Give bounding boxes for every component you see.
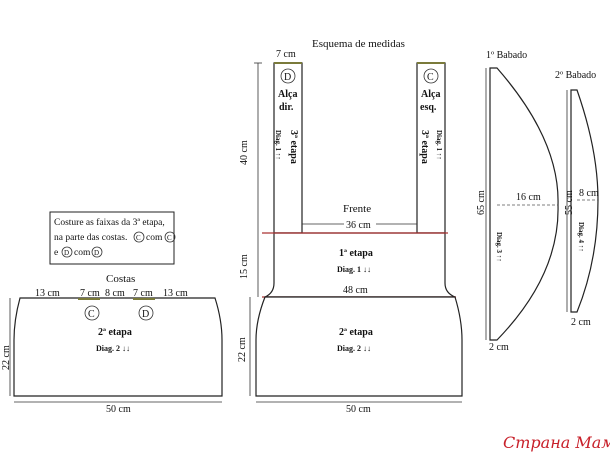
strap-diag: Diag. 1 ↑↑ — [274, 130, 282, 160]
ruffle1-bottom: 2 cm — [489, 342, 509, 353]
back-seg5: 13 cm — [163, 288, 188, 299]
back-height-label: 22 cm — [1, 345, 12, 370]
strap-stage: 3ª etapa — [419, 130, 430, 164]
band-height-label: 15 cm — [239, 254, 250, 279]
ruffle2-width: 8 cm — [579, 188, 599, 199]
back-seg3: 8 cm — [105, 288, 125, 299]
band-stage: 1ª etapa — [339, 248, 373, 259]
note-line1: Costure as faixas da 3ª etapa, — [54, 217, 165, 228]
note-line2: na parte das costas. — [54, 233, 127, 243]
back-panel: C D 2ª etapa Diag. 2 ↓↓ — [13, 297, 223, 397]
strap-name: Alça — [421, 89, 440, 100]
strap-height-label: 40 cm — [239, 140, 250, 165]
ruffle1-piece: 16 cm Diag. 3 ↑↑ — [489, 67, 559, 341]
strap-side: esq. — [420, 102, 437, 113]
band-diag: Diag. 1 ↓↓ — [337, 265, 371, 274]
strap-side: dir. — [279, 102, 294, 113]
ruffle2-bottom: 2 cm — [571, 317, 591, 328]
right-strap: 7 cm D Alça dir. 3ª etapa Diag. 1 ↑↑ — [273, 49, 303, 234]
front-top-width: 36 cm — [346, 220, 371, 231]
ruffle1-diag: Diag. 3 ↑↑ — [495, 232, 503, 262]
body-stage: 2ª etapa — [339, 327, 373, 338]
front-mid-width: 48 cm — [343, 285, 368, 296]
back-seg4: 7 cm — [133, 288, 153, 299]
ruffle1-width: 16 cm — [516, 192, 541, 203]
strap-name: Alça — [278, 89, 297, 100]
note-com-2: com — [74, 248, 91, 258]
body-diag: Diag. 2 ↓↓ — [337, 344, 371, 353]
note-c-letter-2: C — [167, 234, 172, 242]
body-height-label: 22 cm — [237, 337, 248, 362]
note-e: e — [54, 248, 58, 258]
strap-circle-letter: D — [284, 72, 291, 83]
left-strap: C Alça esq. 3ª etapa Diag. 1 ↑↑ — [416, 62, 446, 234]
strap-stage: 3ª etapa — [288, 130, 299, 164]
ruffle2-diag: Diag. 4 ↑↑ — [577, 222, 585, 252]
back-seg2: 7 cm — [80, 288, 100, 299]
front-bottom-width: 50 cm — [346, 404, 371, 415]
ruffle1-height: 65 cm — [476, 190, 487, 215]
back-circle-c: C — [88, 309, 95, 320]
ruffle2-piece: 8 cm Diag. 4 ↑↑ — [570, 89, 599, 313]
strap-circle-letter: C — [427, 72, 434, 83]
sewing-note: Costure as faixas da 3ª etapa, na parte … — [49, 211, 176, 265]
back-bottom-width: 50 cm — [106, 404, 131, 415]
diagram-title: Esquema de medidas — [312, 38, 405, 50]
ruffle2-label: 2º Babado — [555, 70, 596, 81]
note-com: com — [146, 233, 163, 243]
back-diag: Diag. 2 ↓↓ — [96, 344, 130, 353]
ruffle1-label: 1º Babado — [486, 50, 527, 61]
front-body: 2ª etapa Diag. 2 ↓↓ — [255, 296, 463, 397]
back-top-dimensions: 13 cm 7 cm 8 cm 7 cm 13 cm — [35, 288, 188, 299]
watermark: Страна Мам — [503, 433, 610, 452]
back-stage: 2ª etapa — [98, 327, 132, 338]
back-circle-d: D — [142, 309, 149, 320]
strap-diag: Diag. 1 ↑↑ — [435, 130, 443, 160]
front-label: Frente — [343, 203, 371, 215]
note-d-letter-2: D — [94, 249, 99, 257]
back-seg1: 13 cm — [35, 288, 60, 299]
note-d-letter: D — [64, 249, 69, 257]
ruffle2-height: 55 cm — [564, 190, 575, 215]
back-label: Costas — [106, 273, 135, 285]
note-c-letter: C — [136, 234, 141, 242]
strap-width-label: 7 cm — [276, 49, 296, 60]
